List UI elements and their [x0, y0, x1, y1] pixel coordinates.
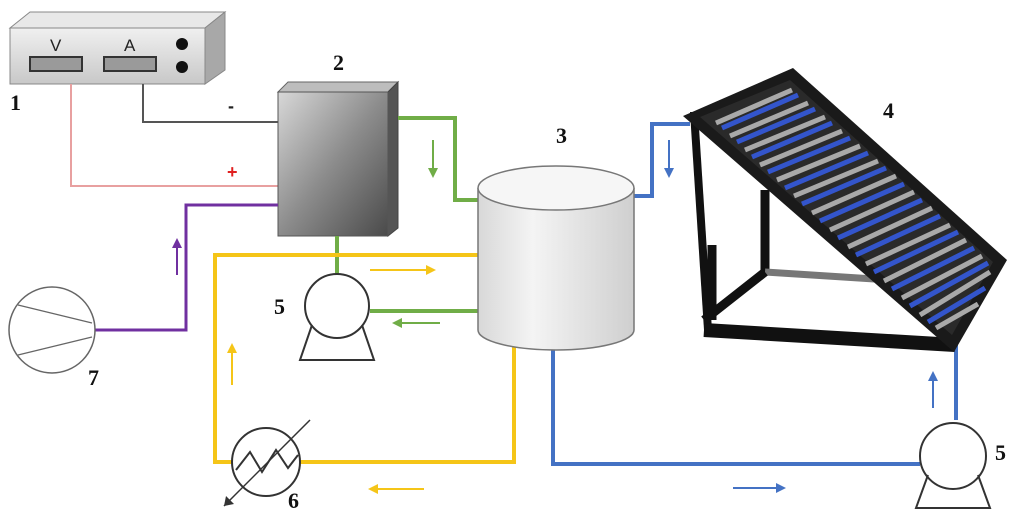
positive-wire	[70, 84, 278, 187]
solar-collector	[683, 68, 1007, 352]
right-arrow-icon	[370, 265, 436, 275]
power-supply	[8, 10, 227, 85]
psu-knob-top	[176, 38, 188, 50]
compressor	[8, 286, 96, 374]
label-solar-collector: 4	[883, 98, 894, 123]
heat-exchanger	[223, 419, 311, 507]
voltmeter-display	[29, 56, 83, 72]
label-tank: 3	[556, 123, 567, 148]
label-pump-left: 5	[274, 294, 285, 319]
blue-loop-top	[634, 122, 690, 198]
label-pump-right: 5	[995, 440, 1006, 465]
label-electrolyzer: 2	[333, 50, 344, 75]
yellow-loop	[213, 253, 478, 464]
pump-right	[914, 422, 992, 509]
ammeter-label: A	[124, 36, 136, 55]
electrolyzer	[276, 80, 400, 238]
ammeter-display	[103, 56, 157, 72]
left-arrow-icon	[368, 484, 424, 494]
up-arrow-icon	[928, 371, 938, 408]
voltmeter-label: V	[50, 36, 62, 55]
green-loop-top	[398, 116, 478, 202]
pump-left	[298, 273, 376, 361]
blue-loop-bottom	[551, 348, 920, 466]
label-power-supply: 1	[10, 90, 21, 115]
label-heat-exchanger: 6	[288, 488, 299, 513]
right-arrow-icon	[733, 483, 786, 493]
gas-line	[95, 203, 278, 332]
storage-tank	[477, 165, 635, 351]
left-arrow-icon	[392, 318, 440, 328]
up-arrow-icon	[227, 343, 237, 385]
psu-knob-bottom	[176, 61, 188, 73]
down-arrow-icon	[664, 140, 674, 178]
negative-terminal-label: -	[228, 96, 234, 116]
positive-terminal-label: +	[227, 162, 238, 182]
label-compressor: 7	[88, 365, 99, 390]
negative-wire	[142, 84, 278, 123]
down-arrow-icon	[428, 140, 438, 178]
yellow-loop-return	[300, 345, 516, 464]
up-arrow-icon	[172, 238, 182, 275]
